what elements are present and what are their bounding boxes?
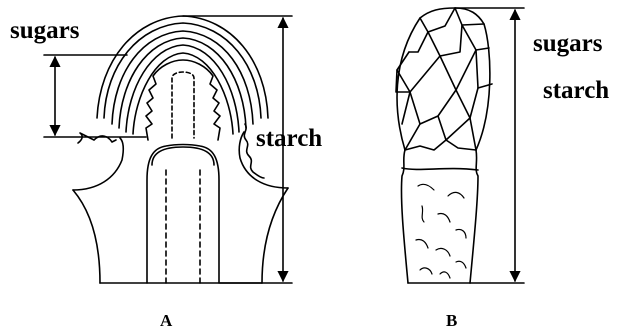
panel-b-caption: B: [446, 312, 457, 329]
panel-a-left-scale: [78, 133, 116, 143]
panel-a-left-stem-outline: [73, 190, 100, 283]
panel-b-scales: [396, 8, 492, 150]
panel-b-stem-outline: [401, 150, 408, 283]
panel-a-right-stem-outline: [262, 188, 288, 283]
panel-b-stem-collar: [402, 168, 478, 170]
panel-b-drawing: [396, 8, 492, 283]
panel-a-caption: A: [160, 312, 172, 329]
panel-a-dimension-lines: [44, 16, 292, 283]
panel-a-sugars-label: sugars: [10, 18, 79, 43]
panel-a-stele: [147, 145, 219, 284]
panel-a-left-stem-wall: [73, 138, 123, 190]
panel-b-starch-label: starch: [543, 78, 609, 103]
panel-a-starch-label: starch: [256, 126, 322, 151]
panel-b-bark-texture: [416, 184, 466, 278]
panel-b-sugars-label: sugars: [533, 31, 602, 56]
panel-a-procambium: [172, 72, 194, 138]
panel-b-bud-outline: [397, 8, 490, 150]
panel-a-stele-cap: [152, 147, 214, 165]
